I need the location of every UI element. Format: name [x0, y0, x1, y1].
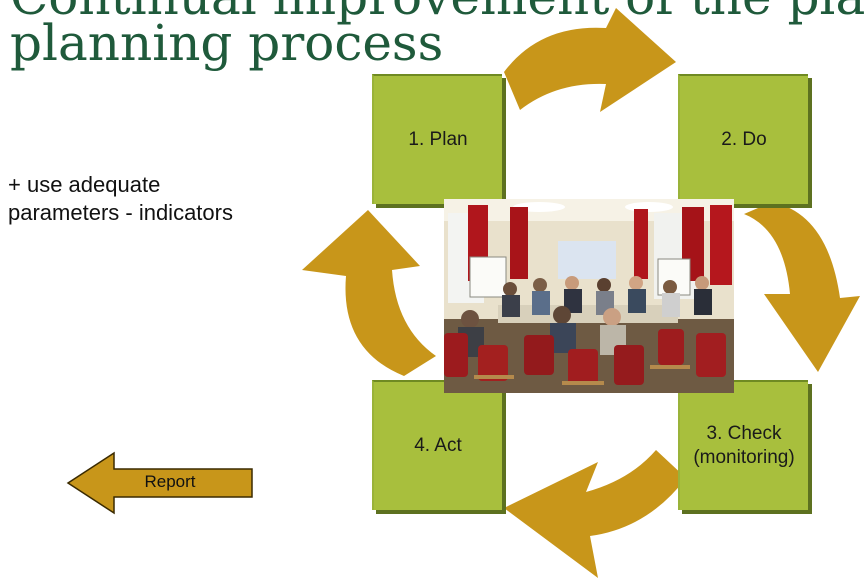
- report-label: Report: [144, 472, 196, 491]
- note-line-1: + use adequate: [8, 172, 161, 197]
- step-do-label: 2. Do: [721, 129, 767, 150]
- note-text: + use adequate parameters - indicators: [8, 171, 233, 227]
- arrow-do-to-check: [744, 202, 860, 372]
- slide-title-line-1: Continual improvement of the planning pr…: [10, 0, 866, 22]
- step-check-box: 3. Check (monitoring): [678, 380, 808, 510]
- meeting-photo: [444, 199, 734, 393]
- slide-title-line-2: planning process: [10, 14, 444, 72]
- step-do-box: 2. Do: [678, 74, 808, 204]
- step-plan-label: 1. Plan: [408, 129, 468, 150]
- arrow-check-to-act: [504, 450, 686, 578]
- arrow-act-to-plan: [302, 210, 436, 376]
- step-act-label: 4. Act: [414, 435, 462, 456]
- arrow-plan-to-do: [504, 8, 676, 112]
- step-plan-box: 1. Plan: [372, 74, 502, 204]
- report-arrow: [66, 451, 253, 515]
- note-line-2: parameters - indicators: [8, 200, 233, 225]
- step-check-label: 3. Check (monitoring): [693, 423, 795, 468]
- report-arrow-shape: [66, 451, 253, 515]
- step-act-box: 4. Act: [372, 380, 502, 510]
